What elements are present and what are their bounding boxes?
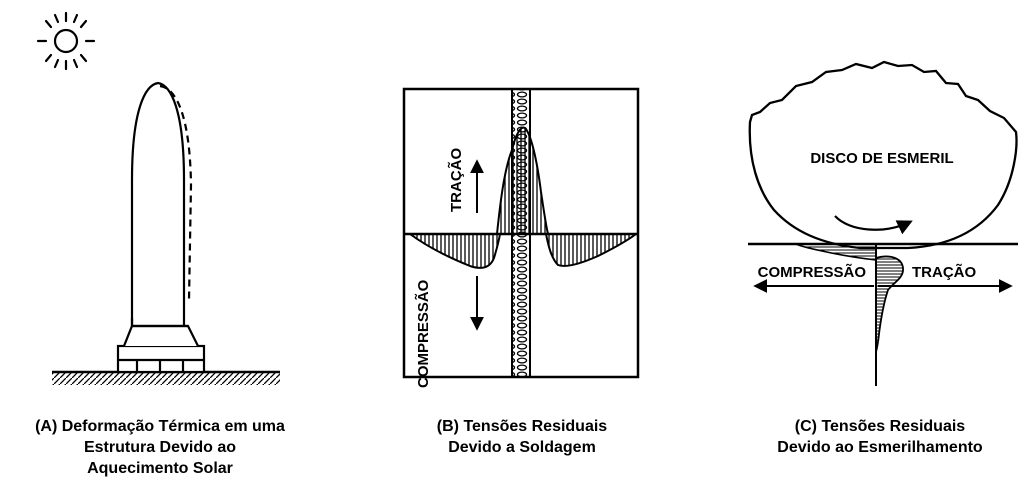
caption-b-line2: Devido a Soldagem	[448, 439, 596, 456]
caption-a-line1: (A) Deformação Térmica em uma	[35, 418, 285, 435]
compression-left	[406, 233, 502, 269]
sun-icon	[36, 11, 96, 71]
compression-layer	[795, 243, 877, 261]
panel-c: DISCO DE ESMERIL COMPRESSÃO TRAÇÃO (C) T…	[748, 60, 1018, 456]
wheel-label: DISCO DE ESMERIL	[810, 150, 953, 167]
compression-label-c: COMPRESSÃO	[758, 263, 867, 281]
deformed-outline	[159, 84, 193, 301]
caption-a-line2: Estrutura Devido ao	[84, 439, 236, 456]
rotation-arrow	[834, 215, 913, 235]
tension-label: TRAÇÃO	[447, 148, 465, 212]
tower-structure	[116, 81, 206, 374]
compression-right	[544, 233, 640, 267]
tension-profile	[875, 255, 904, 353]
compression-label: COMPRESSÃO	[414, 279, 432, 388]
caption-a-line3: Aquecimento Solar	[87, 460, 233, 477]
tension-label-c: TRAÇÃO	[912, 263, 976, 281]
caption-c-line2: Devido ao Esmerilhamento	[777, 439, 983, 456]
caption-c-line1: (C) Tensões Residuais	[795, 418, 966, 435]
grinding-wheel	[748, 60, 1018, 250]
panel-b: TRAÇÃO COMPRESSÃO (B) Tensões Residuais …	[402, 87, 640, 456]
tension-peak	[495, 126, 550, 235]
ground-hatch	[52, 370, 280, 385]
caption-b-line1: (B) Tensões Residuais	[437, 418, 608, 435]
panel-a: (A) Deformação Térmica em uma Estrutura …	[35, 11, 285, 477]
